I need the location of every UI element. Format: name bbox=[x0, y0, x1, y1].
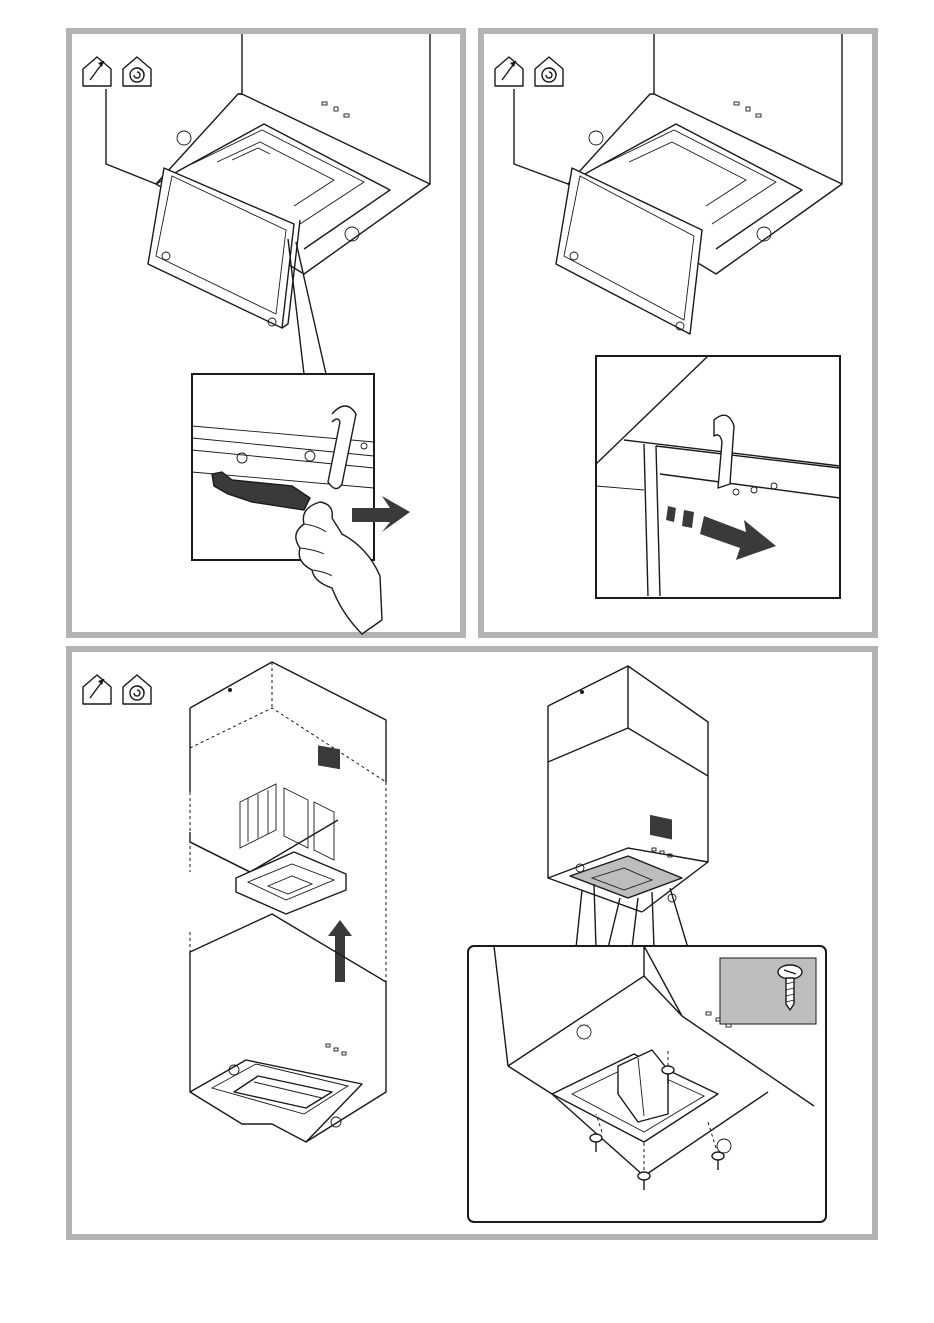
control-lights bbox=[322, 102, 349, 117]
detail-inset bbox=[192, 374, 374, 560]
step-panel-2 bbox=[478, 28, 878, 638]
motor-unit bbox=[236, 852, 346, 914]
installation-illustration bbox=[72, 652, 884, 1246]
control-lights bbox=[734, 102, 761, 117]
assembled-hood-view bbox=[548, 666, 708, 948]
step-panel-3 bbox=[66, 646, 878, 1240]
hood-underside-illustration bbox=[484, 34, 884, 644]
vent-grille bbox=[318, 745, 340, 769]
exploded-hood-view bbox=[190, 662, 386, 1142]
up-arrow-icon bbox=[328, 920, 352, 982]
filter-panel bbox=[148, 168, 294, 328]
step-panel-1 bbox=[66, 28, 466, 638]
vent-grille bbox=[650, 815, 672, 840]
control-lights bbox=[326, 1044, 346, 1055]
screw-detail-box bbox=[720, 958, 816, 1024]
filter-panel bbox=[556, 168, 702, 334]
detail-inset bbox=[596, 356, 840, 598]
hood-underside-illustration bbox=[72, 34, 472, 644]
